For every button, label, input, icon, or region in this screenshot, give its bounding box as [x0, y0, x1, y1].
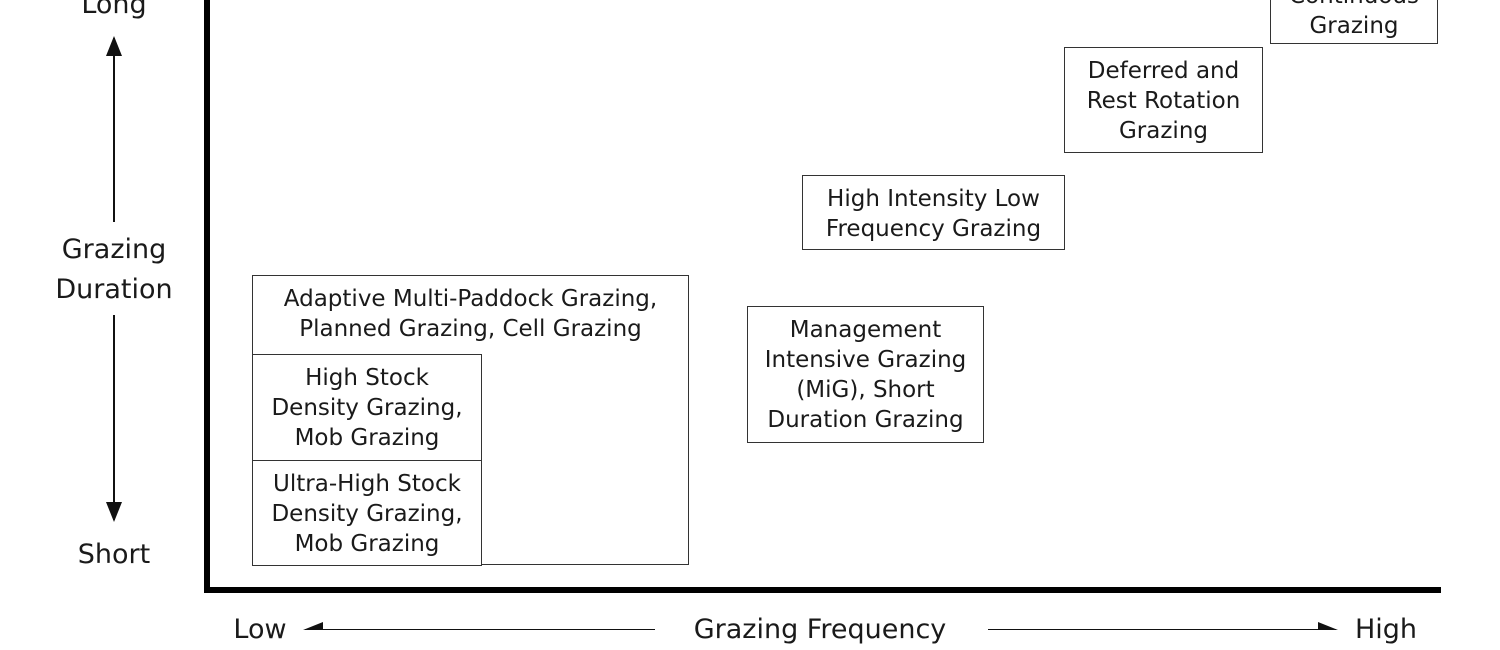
management-intensive-grazing-box: Management Intensive Grazing (MiG), Shor… — [747, 306, 984, 443]
y-axis-top-label: Long — [81, 0, 147, 20]
y-axis-title-line1: Grazing — [61, 234, 167, 265]
continuous-grazing-box: Continuous Grazing — [1270, 0, 1438, 44]
axes — [106, 0, 1441, 630]
high-intensity-low-frequency-box: High Intensity Low Frequency Grazing — [802, 175, 1065, 250]
y-axis-title-line2: Duration — [55, 274, 173, 305]
ultra-high-stock-density-box: Ultra-High Stock Density Grazing, Mob Gr… — [252, 460, 482, 566]
x-axis-right-label: High — [1354, 614, 1418, 645]
x-axis-left-label: Low — [233, 614, 287, 645]
deferred-rest-rotation-box: Deferred and Rest Rotation Grazing — [1064, 47, 1263, 153]
high-stock-density-box: High Stock Density Grazing, Mob Grazing — [252, 354, 482, 461]
y-axis-bottom-label: Short — [77, 539, 151, 570]
x-axis-title: Grazing Frequency — [693, 614, 947, 645]
